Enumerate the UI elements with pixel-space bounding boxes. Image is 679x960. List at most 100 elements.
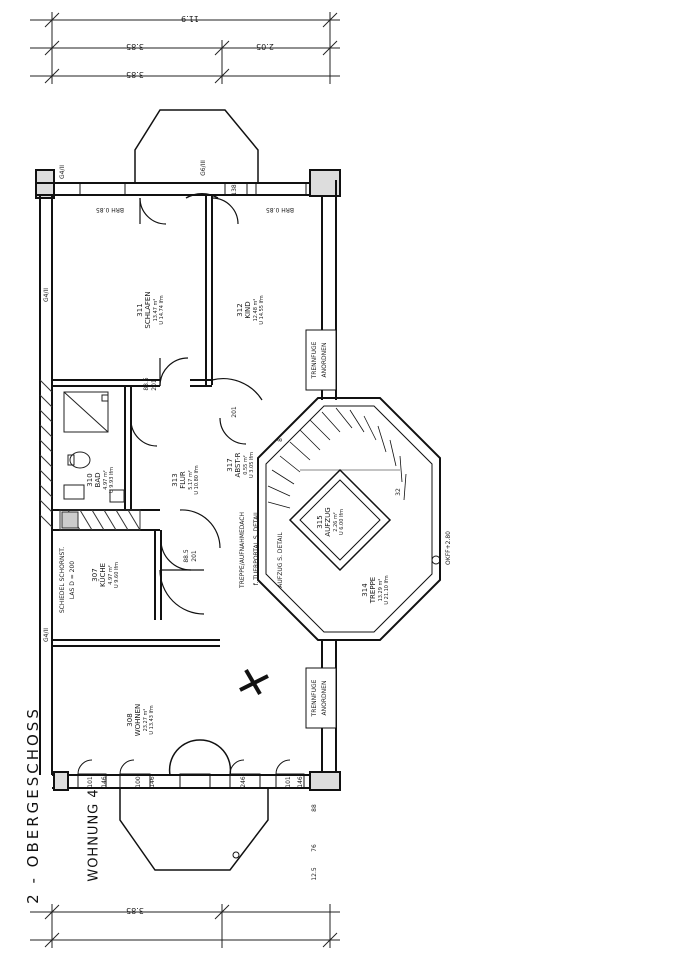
window-101a: 101 xyxy=(87,776,94,788)
svg-text:313: 313 xyxy=(171,473,179,486)
level-note: OKFF+2.80 xyxy=(445,531,452,565)
wall-g2: G6/III xyxy=(200,160,207,176)
svg-text:4.97 m²: 4.97 m² xyxy=(108,565,114,585)
svg-text:TREPPE: TREPPE xyxy=(369,577,377,604)
dimension-lines-bottom xyxy=(30,904,340,948)
room-317: 317 ABST-R 0.55 m² U 3.05 lfm xyxy=(226,452,255,478)
svg-text:13.29 m²: 13.29 m² xyxy=(378,579,384,602)
svg-text:WOHNEN: WOHNEN xyxy=(134,704,142,737)
schornstein-note: SCHIEDEL SCHORNST. xyxy=(59,547,66,613)
svg-text:ABST-R: ABST-R xyxy=(234,452,242,477)
dim-top-row2-a: 3.85 xyxy=(126,42,144,51)
dimension-lines-top xyxy=(30,12,340,84)
room-308: 308 WOHNEN 23.27 m² U 13.43 lfm xyxy=(126,704,155,737)
svg-text:12.48 m²: 12.48 m² xyxy=(253,299,259,322)
dimension-texts: 11.9 3.85 2.05 3.85 3.85 xyxy=(126,14,274,915)
dim-top-row3: 3.85 xyxy=(126,70,144,79)
interior-walls xyxy=(52,195,220,647)
bath-fixtures xyxy=(63,391,125,503)
svg-text:315: 315 xyxy=(316,515,324,528)
svg-text:310: 310 xyxy=(86,473,94,486)
svg-text:U 14.55 lfm: U 14.55 lfm xyxy=(259,295,265,324)
room-labels: 311 SCHLAFEN 13.47 m² U 14.74 lfm 312 KI… xyxy=(86,291,390,736)
svg-text:311: 311 xyxy=(136,303,144,316)
level-marker xyxy=(232,555,441,859)
top-windows xyxy=(79,182,307,196)
room-312: 312 KIND 12.48 m² U 14.55 lfm xyxy=(236,295,265,324)
schornstein-note2: LAS D = 200 xyxy=(69,561,76,599)
dim-bottom: 3.85 xyxy=(126,906,144,915)
door-201c: 201 xyxy=(191,550,198,562)
svg-text:0.55 m²: 0.55 m² xyxy=(243,455,249,475)
room-311: 311 SCHLAFEN 13.47 m² U 14.74 lfm xyxy=(136,291,165,328)
svg-text:317: 317 xyxy=(226,458,234,471)
room-310: 310 BAD 4.97 m² U 9.93 lfm xyxy=(86,467,115,493)
side-76: 76 xyxy=(311,844,318,852)
side-88: 88 xyxy=(311,804,318,812)
svg-text:23.27 m²: 23.27 m² xyxy=(143,709,149,732)
treppe-note: TREPPE/AUFNAHMEDACH xyxy=(239,512,246,589)
svg-text:U 9.93 lfm: U 9.93 lfm xyxy=(109,467,115,493)
trennfuge-top-label: TRENNFUGE xyxy=(311,341,318,379)
left-wall-hatching xyxy=(39,379,53,528)
bottom-windows xyxy=(77,759,305,789)
brh2: BRH 0.85 xyxy=(266,206,294,213)
svg-text:5.17 m²: 5.17 m² xyxy=(188,470,194,490)
door-201b: 201 xyxy=(231,406,238,418)
door-88a: 88.5 xyxy=(143,377,150,391)
stair-core xyxy=(257,397,441,641)
svg-text:2.26 m²: 2.26 m² xyxy=(333,512,339,532)
unit-title: WOHNUNG 4 xyxy=(86,788,102,882)
stair-8: 8 xyxy=(277,438,284,442)
wall-g3: G4/II xyxy=(43,288,50,302)
svg-text:U 9.60 lfm: U 9.60 lfm xyxy=(114,562,120,588)
svg-text:U 21.10 lfm: U 21.10 lfm xyxy=(384,575,390,604)
window-246: 246 xyxy=(240,776,247,788)
window-146a: 146 xyxy=(101,776,108,788)
svg-text:4.97 m²: 4.97 m² xyxy=(103,470,109,490)
svg-text:U 13.43 lfm: U 13.43 lfm xyxy=(149,705,155,734)
window-146c: 146 xyxy=(297,776,304,788)
window-146b: 146 xyxy=(149,776,156,788)
x-mark xyxy=(239,668,269,696)
svg-text:U 14.74 lfm: U 14.74 lfm xyxy=(159,295,165,324)
kitchen-counter xyxy=(59,509,141,531)
dim-top-row2-b: 2.05 xyxy=(256,42,274,51)
tuer-note: f. TUERPORTAL S. DETAIL xyxy=(253,510,260,585)
svg-text:SCHLAFEN: SCHLAFEN xyxy=(144,291,152,328)
trennfuge-bottom-label: TRENNFUGE xyxy=(311,679,318,717)
room-307: 307 KÜCHE 4.97 m² U 9.60 lfm xyxy=(91,562,120,588)
svg-text:314: 314 xyxy=(361,583,369,597)
svg-text:U 10.80 lfm: U 10.80 lfm xyxy=(194,465,200,494)
svg-text:KIND: KIND xyxy=(244,301,252,318)
stair-32: 32 xyxy=(395,488,402,496)
svg-text:307: 307 xyxy=(91,568,99,581)
trennfuge-boxes xyxy=(305,329,337,729)
side-125: 12.5 xyxy=(311,867,318,881)
trennfuge-top-label2: ANORDNEN xyxy=(321,343,328,378)
floor-title: 2 - OBERGESCHOSS xyxy=(24,706,42,904)
svg-text:FLUR: FLUR xyxy=(179,471,187,489)
aufzug-note: AUFZUG S. DETAIL xyxy=(277,532,284,588)
door-88b: 88.5 xyxy=(183,549,190,563)
svg-text:308: 308 xyxy=(126,713,134,726)
window-138: 138 xyxy=(231,184,238,196)
bottom-bay-window xyxy=(119,739,269,871)
svg-text:U 3.05 lfm: U 3.05 lfm xyxy=(249,452,255,478)
room-314: 314 TREPPE 13.29 m² U 21.10 lfm xyxy=(361,575,390,604)
dim-top-total: 11.9 xyxy=(181,14,199,23)
top-bay-window xyxy=(134,109,259,199)
svg-text:U 6.00 lfm: U 6.00 lfm xyxy=(339,509,345,535)
trennfuge-bottom-label2: ANORDNEN xyxy=(321,681,328,716)
svg-text:13.47 m²: 13.47 m² xyxy=(153,299,159,322)
svg-text:BAD: BAD xyxy=(94,473,102,488)
svg-text:312: 312 xyxy=(236,303,244,316)
door-201a: 201 xyxy=(151,379,158,391)
room-313: 313 FLUR 5.17 m² U 10.80 lfm xyxy=(171,465,200,494)
window-101b: 101 xyxy=(285,776,292,788)
wall-g4: G4/II xyxy=(43,628,50,642)
room-315: 315 AUFZUG 2.26 m² U 6.00 lfm xyxy=(316,507,345,536)
annotations: TRENNFUGE ANORDNEN TRENNFUGE ANORDNEN TR… xyxy=(43,160,452,881)
window-100: 100 xyxy=(135,776,142,788)
